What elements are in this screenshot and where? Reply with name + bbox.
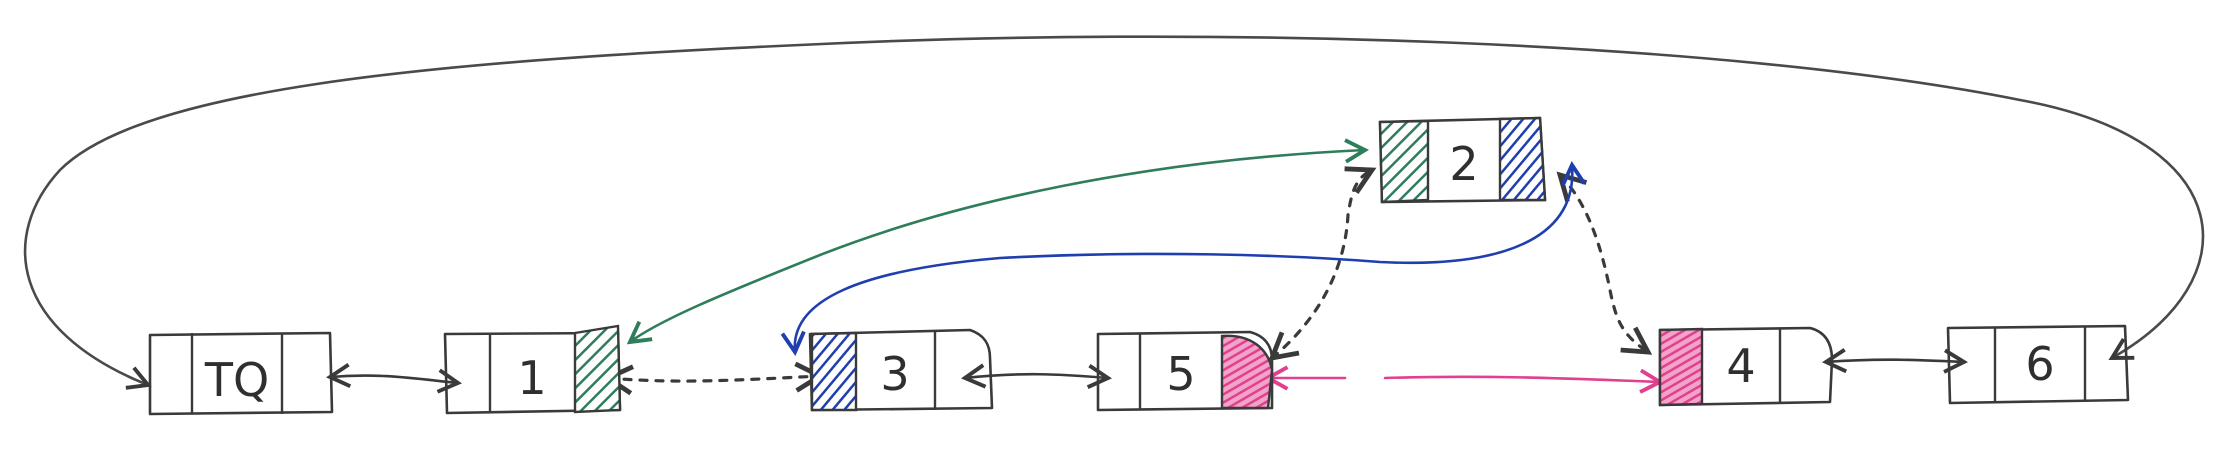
node-label-2: 2 [1449, 137, 1478, 191]
links [23, 35, 2205, 396]
pointer-field-pink-4 [1658, 327, 1704, 407]
node-6: 6 [1946, 324, 2130, 405]
wrap-link-6-to-tq [23, 35, 2205, 390]
pointer-field-pink-left [1220, 334, 1274, 410]
node-label-3: 3 [880, 347, 909, 401]
pointer-field-green [573, 324, 622, 414]
pointer-field-green-2 [1378, 119, 1430, 204]
link-3-2-blue [780, 160, 1586, 356]
node-1: 1 [443, 324, 622, 415]
link-tq-1 [325, 363, 462, 394]
link-5-2-dashed [1268, 166, 1377, 362]
node-4: 4 [1658, 326, 1834, 407]
node-label-4: 4 [1726, 339, 1755, 393]
node-5: 5 [1096, 330, 1274, 412]
node-label-6: 6 [2025, 337, 2054, 391]
link-1-3-dashed [603, 361, 825, 396]
pointer-field-blue-2 [1498, 116, 1547, 202]
link-4-6 [1821, 348, 1969, 374]
link-3-5 [961, 363, 1113, 389]
link-5-4-pink-b [1383, 368, 1665, 394]
node-label-1: 1 [517, 351, 546, 405]
node-label-5: 5 [1166, 347, 1195, 401]
node-3: 3 [808, 328, 994, 412]
node-tq: TQ [148, 331, 334, 416]
link-2-4-dashed [1556, 171, 1653, 355]
node-label-tq: TQ [204, 353, 269, 407]
link-2-1-green [626, 138, 1370, 345]
node-2: 2 [1378, 116, 1547, 204]
pointer-field-blue-left [810, 331, 858, 412]
nodes: TQ 1 3 5 2 [148, 116, 2130, 416]
